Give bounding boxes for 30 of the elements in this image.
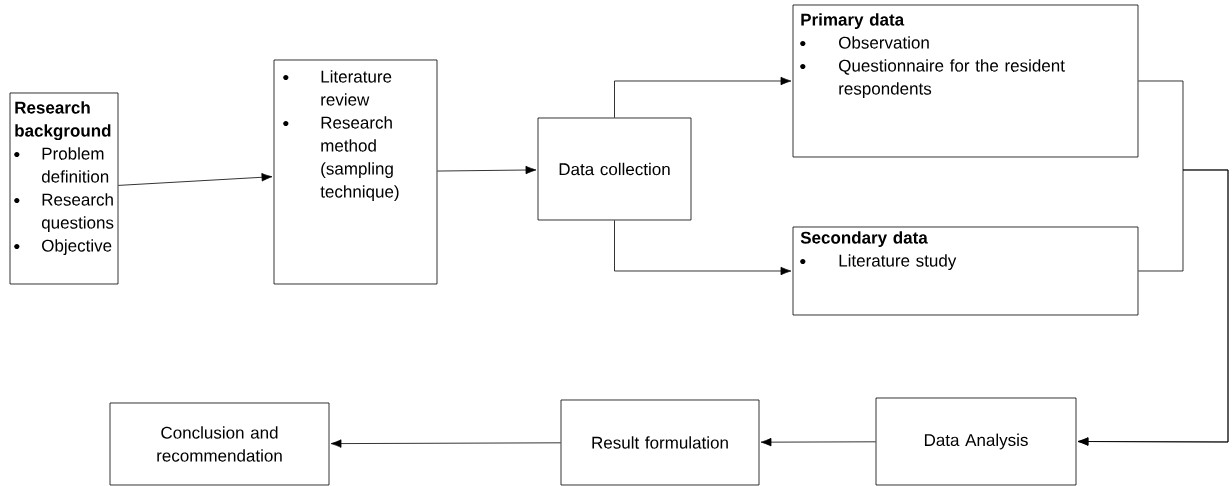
bullet-item: Research questions: [41, 193, 114, 233]
process-box: [537, 117, 692, 221]
box-heading: Research background: [15, 101, 111, 141]
bullet-item: Questionnaire for the resident respondents: [839, 59, 1065, 99]
box-text: Data Analysis: [924, 433, 1028, 450]
process-box: [109, 402, 330, 486]
process-box: [792, 4, 1139, 158]
process-box: [560, 399, 760, 486]
bullet-item: Literature review: [321, 70, 392, 106]
bullet-item: Objective: [42, 239, 112, 256]
box-text: Data collection: [559, 162, 670, 176]
box-text: Conclusion and recommendation: [157, 426, 282, 462]
box-text: Result formulation: [592, 436, 728, 449]
arrow: [437, 165, 537, 175]
process-box: [273, 59, 438, 285]
bullet-item: Research method (sampling technique): [320, 116, 399, 202]
process-box: [9, 92, 119, 285]
arrow: [118, 173, 273, 186]
process-box: [875, 397, 1077, 486]
box-heading: Primary data: [801, 13, 905, 30]
arrow: [614, 220, 792, 276]
bullet-item: Observation: [839, 36, 929, 49]
arrow: [1077, 169, 1229, 446]
arrow: [330, 439, 561, 448]
box-heading: Secondary data: [800, 231, 928, 248]
bullet-item: Literature study: [839, 254, 957, 271]
bullet-item: Problem definition: [41, 147, 109, 183]
arrow: [760, 437, 876, 447]
arrow: [614, 76, 792, 118]
process-box: [792, 226, 1139, 316]
